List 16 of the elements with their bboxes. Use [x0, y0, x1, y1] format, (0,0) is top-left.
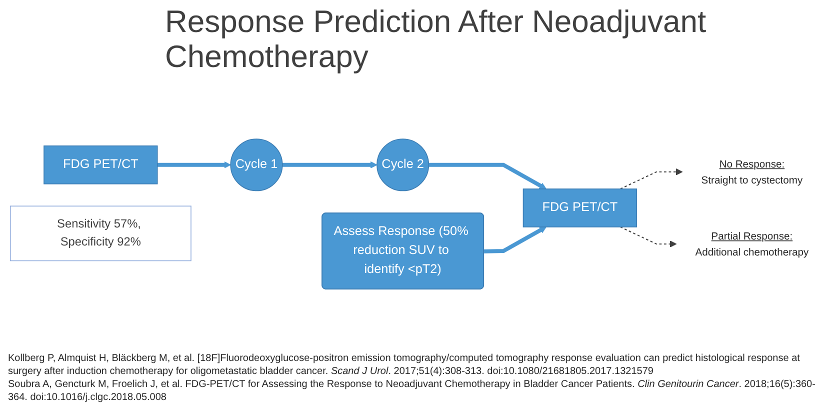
arrow: [620, 226, 677, 248]
reference-text: Kollberg P, Almquist H, Bläckberg M, et al. [18F]Fluorodeoxyglucose-positron emission tomography/computed tomography response evaluation can predict histological response at surgery after induction chemotherapy for oligometastatic bladder cancer. Scand J Urol. 2017;51(4):308-313. doi:10.1080/21681805.2017.1321579: [8, 353, 801, 378]
arrow: [484, 226, 546, 254]
arrow: [282, 161, 378, 168]
arrow: [428, 162, 546, 190]
reference-text: Soubra A, Gencturk M, Froelich J, et al. FDG-PET/CT for Assessing the Response to Neoadjuvant Chemotherapy in Bladder Cancer Patients. Clin Genitourin Cancer. 2018;16(5):360-364. doi:10.1016/j.clgc.2018.05.008: [8, 379, 816, 404]
node-text: No Response: Straight to cystectomy: [701, 158, 803, 186]
slide-title: Response Prediction After Neoadjuvant Chemotherapy: [165, 4, 708, 74]
node-box: FDG PET/CT: [522, 188, 638, 228]
node-text: Partial Response: Additional chemotherapy: [695, 230, 809, 258]
arrow: [620, 168, 683, 190]
node-box: Sensitivity 57%, Specificity 92%: [10, 206, 192, 262]
node-box: FDG PET/CT: [44, 145, 158, 184]
node-circle: Cycle 1: [230, 138, 283, 192]
node-circle: Cycle 2: [376, 138, 430, 192]
arrow: [157, 161, 231, 168]
